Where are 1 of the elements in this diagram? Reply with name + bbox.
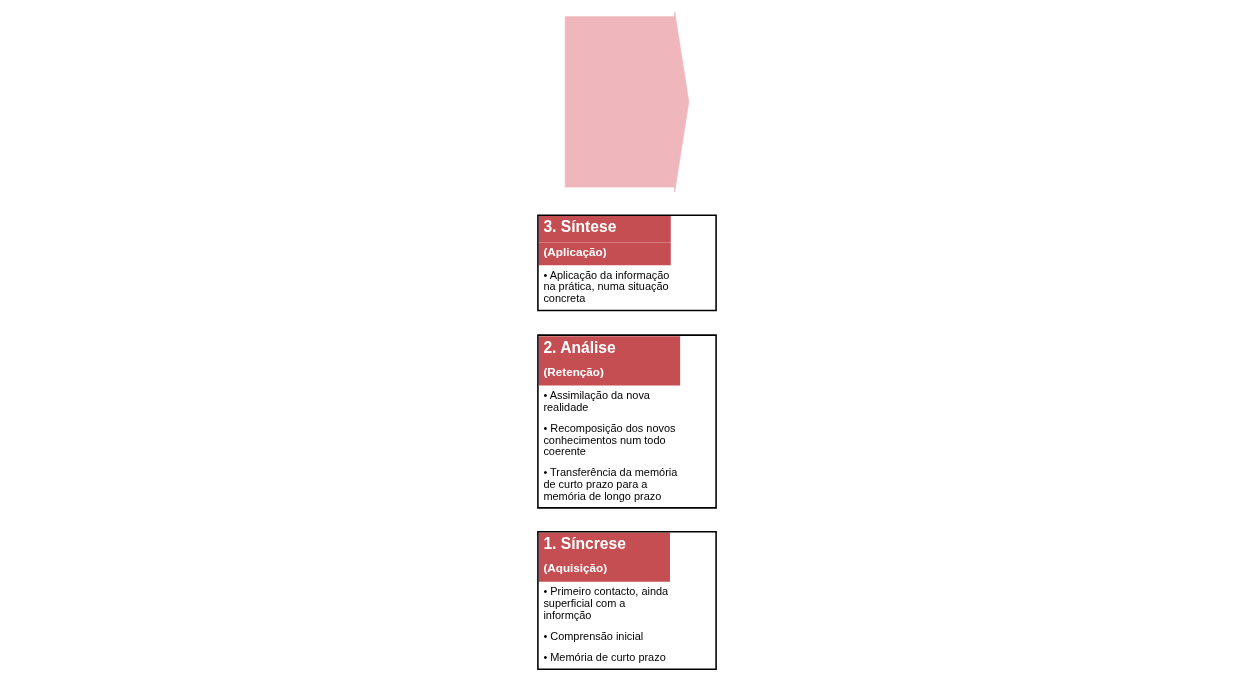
node-arrow bbox=[564, 11, 690, 193]
